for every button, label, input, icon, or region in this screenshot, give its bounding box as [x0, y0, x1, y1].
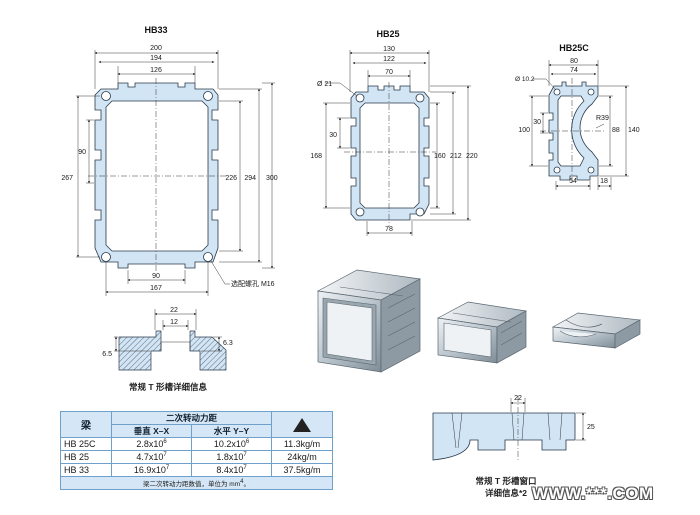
hb33-dim-width-90: 90 [152, 273, 160, 280]
hb25c-screw-hole [553, 88, 561, 96]
tslot-caption: 常规 T 形槽详细信息 [129, 382, 207, 392]
hb25-dim-height-160: 160 [434, 153, 446, 160]
window-caption-line2: 详细信息*2 [485, 488, 527, 498]
window-caption-line1: 常规 T 形槽窗口 [476, 476, 537, 486]
hb33-screw-hole [101, 252, 111, 262]
window-section [432, 412, 576, 461]
watermark: WWW.***.COM [532, 484, 654, 503]
hb33-3d-render [316, 269, 422, 373]
hb25-dim-height-220: 220 [466, 153, 478, 160]
hb33-dim-height-226: 226 [225, 175, 237, 182]
hb25c-dim-height-30: 30 [533, 119, 541, 126]
hb25c-dim-height-100: 100 [518, 127, 530, 134]
hb25c-dim-width-74: 74 [570, 67, 578, 74]
hb25-dim-hole-diameter: Ø 21 [317, 81, 332, 88]
hb25-dim-width-70: 70 [385, 69, 393, 76]
hb33-screw-note: 选配螺孔 M16 [231, 279, 275, 288]
hb33-dim-width-167: 167 [150, 285, 162, 292]
hb25-screw-hole [415, 207, 425, 217]
hb33-dim-width-194: 194 [150, 55, 162, 62]
table-note-row: 梁二次转动力距数值，单位为 mm4。 [60, 476, 333, 490]
hb25c-dim-hole-diameter: Ø 10.2 [515, 76, 535, 83]
table-header-moment: 二次转动力距 [111, 411, 272, 425]
hb25c-screw-hole [587, 88, 595, 96]
table-cell-beam: HB 33 [60, 463, 112, 477]
hb25c-dim-width-80: 80 [570, 58, 578, 65]
hb33-dim-height-90: 90 [78, 149, 86, 156]
tslot-dim-22: 22 [170, 307, 178, 314]
hb25c-dim-width-54: 54 [569, 178, 577, 185]
tslot-dim-65: 6.5 [102, 351, 112, 358]
window-dim-25: 25 [587, 424, 595, 431]
hb33-dim-width-126: 126 [150, 67, 162, 74]
weight-icon [293, 417, 311, 432]
hb33-dim-height-294: 294 [244, 175, 256, 182]
hb25c-dim-width-18: 18 [600, 178, 608, 185]
window-dim-22: 22 [514, 395, 522, 402]
hb33-profile-drawing: HB33 200 194 126 90 167 267 [61, 25, 278, 296]
hb33-dim-height-300: 300 [266, 175, 278, 182]
tslot-section-left [118, 330, 162, 371]
hb25c-dim-height-88: 88 [612, 127, 620, 134]
table-header-vertical: 垂直 X–X [111, 424, 192, 438]
hb25-screw-hole [355, 207, 365, 217]
tslot-window-detail: 22 25 常规 T 形槽窗口 详细信息*2 [432, 395, 595, 498]
hb25-screw-hole [415, 93, 425, 103]
table-cell-vertical: 4.7x107 [111, 450, 192, 464]
hb25c-screw-hole [553, 166, 561, 174]
hb25c-profile-drawing: HB25C 80 74 Ø 10.2 30 100 R39 88 [515, 43, 640, 190]
table-cell-weight: 11.3kg/m [271, 437, 333, 451]
hb25-dim-height-212: 212 [450, 153, 462, 160]
beam-spec-table: 梁 二次转动力距 垂直 X–X 水平 Y–Y HB 25C 2.8x106 10… [60, 411, 333, 490]
table-header-horizontal: 水平 Y–Y [191, 424, 272, 438]
tslot-dim-12: 12 [170, 319, 178, 326]
hb33-screw-hole [101, 91, 111, 101]
hb25-dim-width-130: 130 [383, 46, 395, 53]
table-cell-vertical: 16.9x107 [111, 463, 192, 477]
table-cell-weight: 37.5kg/m [271, 463, 333, 477]
hb25c-dimensions: 80 74 Ø 10.2 30 100 R39 88 140 54 18 [515, 58, 640, 190]
hb25-dim-width-78: 78 [385, 226, 393, 233]
hb25-dim-height-168: 168 [310, 153, 322, 160]
table-row: HB 33 16.9x107 8.4x107 37.5kg/m [60, 463, 333, 477]
table-cell-horizontal: 10.2x106 [191, 437, 272, 451]
hb25-title: HB25 [376, 29, 399, 39]
tslot-dim-63: 6.3 [223, 340, 233, 347]
hb25-profile-drawing: HB25 130 122 70 78 Ø 21 30 [310, 29, 478, 236]
table-header-weight [271, 411, 333, 438]
hb25-dimensions: 130 122 70 78 Ø 21 30 168 160 212 [310, 46, 478, 236]
hb33-dimensions: 200 194 126 90 167 267 90 226 294 [61, 45, 278, 296]
table-note: 梁二次转动力距数值，单位为 mm4。 [60, 476, 333, 490]
hb33-title: HB33 [144, 25, 167, 35]
table-cell-horizontal: 1.8x107 [191, 450, 272, 464]
hb25-inner-cavity [359, 102, 420, 209]
hb33-screw-hole [203, 91, 213, 101]
table-cell-horizontal: 8.4x107 [191, 463, 272, 477]
table-header-beam: 梁 [60, 411, 112, 438]
tslot-detail: 22 12 6.5 6.3 常规 T 形槽详细信息 [102, 307, 233, 392]
hb25-dim-height-30: 30 [329, 132, 337, 139]
hb25-screw-hole [355, 93, 365, 103]
table-cell-vertical: 2.8x106 [111, 437, 192, 451]
table-row: HB 25C 2.8x106 10.2x106 11.3kg/m [60, 437, 333, 451]
hb25c-dim-radius: R39 [596, 115, 609, 122]
table-row: HB 25 4.7x107 1.8x107 24kg/m [60, 450, 333, 464]
hb25c-screw-hole [587, 166, 595, 174]
hb25-3d-render [436, 301, 528, 364]
hb25c-3d-render [551, 312, 642, 349]
table-cell-beam: HB 25C [60, 437, 112, 451]
hb33-dim-height-267: 267 [61, 175, 73, 182]
hb33-dim-width-200: 200 [150, 45, 162, 52]
hb33-screw-hole [203, 252, 213, 262]
hb25-dim-width-122: 122 [383, 56, 395, 63]
table-cell-weight: 24kg/m [271, 450, 333, 464]
hb25c-title: HB25C [559, 43, 589, 53]
table-cell-beam: HB 25 [60, 450, 112, 464]
hb25c-dim-height-140: 140 [628, 127, 640, 134]
